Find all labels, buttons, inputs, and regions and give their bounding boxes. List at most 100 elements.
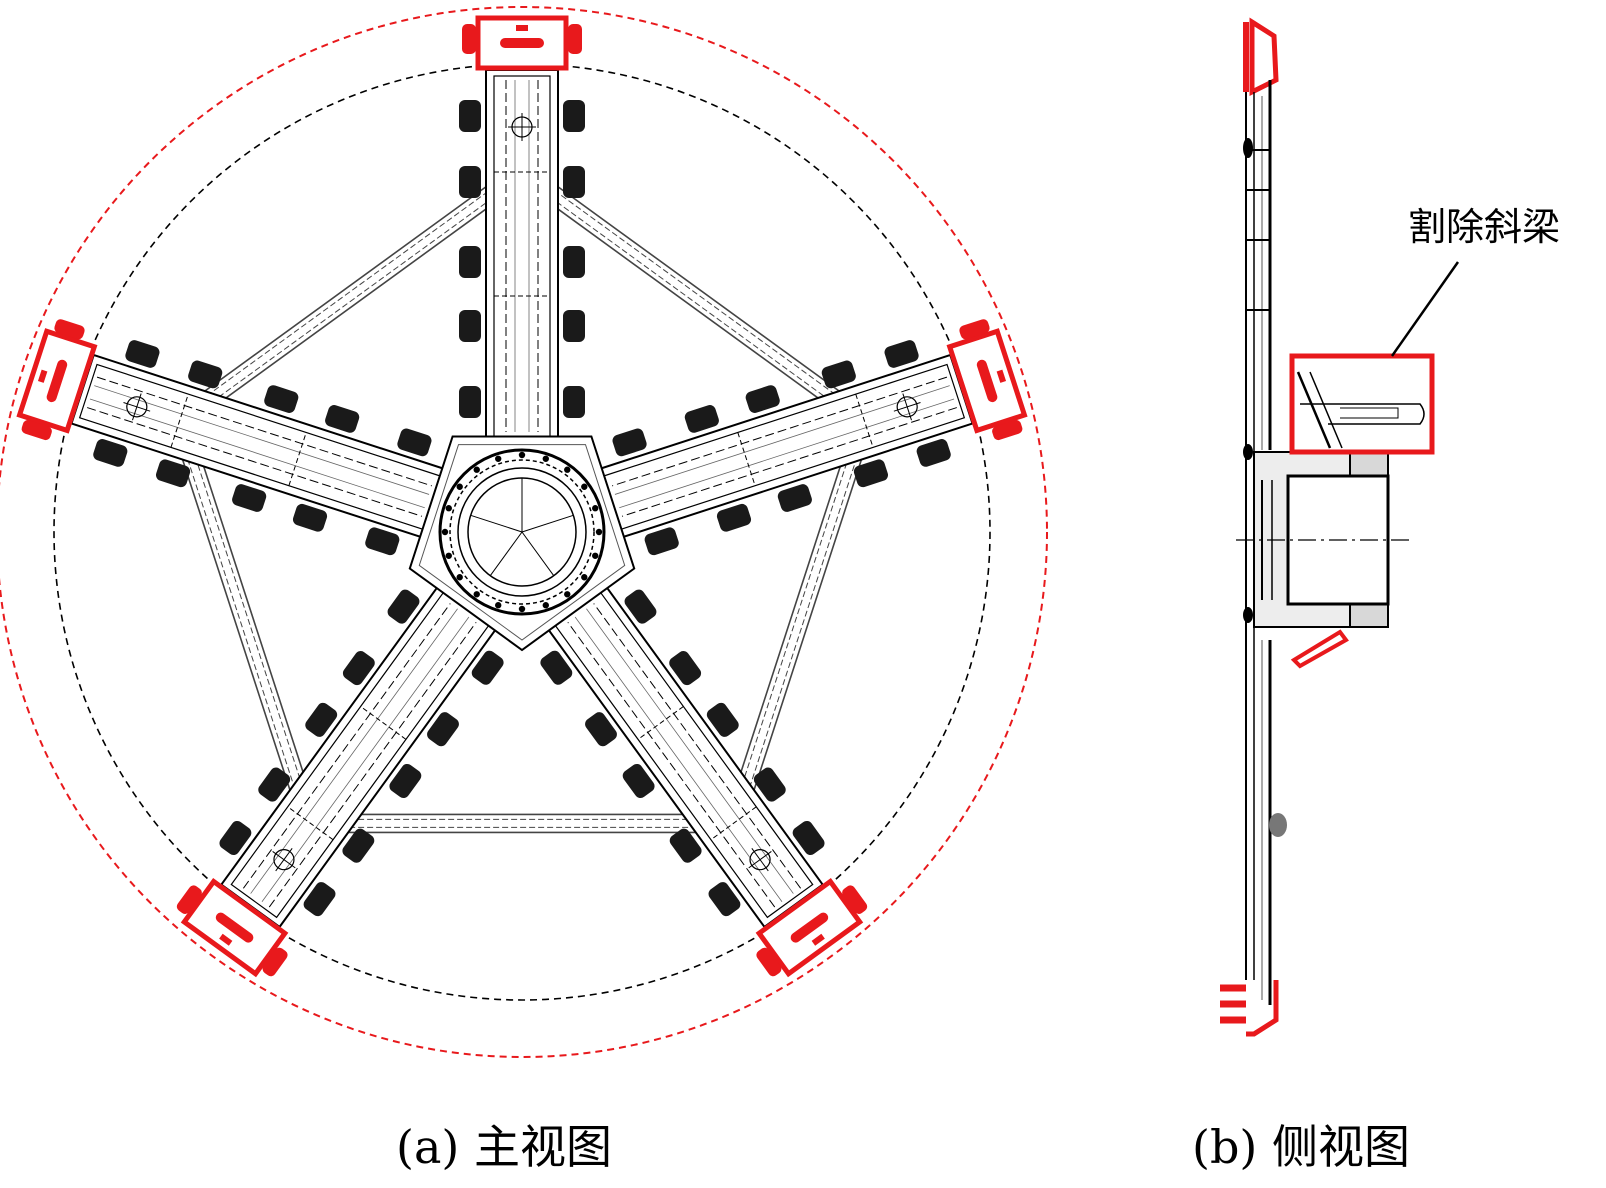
connector-beam	[545, 185, 841, 408]
disc-cutter	[669, 828, 702, 863]
radial-arm	[16, 319, 449, 556]
hub-bolt	[441, 528, 449, 536]
hub-bolt	[495, 455, 502, 462]
disc-cutter	[219, 820, 252, 856]
disc-cutter	[563, 100, 585, 132]
disc-cutter	[303, 882, 336, 917]
inner-gauge-circle	[53, 63, 991, 1001]
disc-cutter	[612, 428, 647, 457]
connector-beam	[203, 185, 499, 408]
hub-bolt	[592, 552, 599, 559]
hub-bolt	[518, 451, 526, 459]
disc-cutter	[305, 702, 338, 737]
disc-cutter	[471, 650, 504, 685]
disc-cutter	[585, 712, 617, 747]
disc-cutter	[821, 360, 856, 389]
disc-cutter	[753, 767, 786, 802]
edge-cutter	[176, 878, 289, 978]
hub-bolt	[564, 591, 571, 598]
radial-arm	[595, 319, 1028, 556]
disc-cutter	[884, 340, 919, 368]
hub-bolt	[473, 466, 480, 473]
center-hub	[408, 435, 636, 652]
side-view-caption: (b) 侧视图	[1192, 1120, 1410, 1174]
side-view: 割除斜梁	[1220, 17, 1560, 1037]
outer-gauge-circle	[0, 6, 1048, 1058]
disc-cutter	[188, 360, 223, 389]
disc-cutter	[93, 439, 128, 467]
radial-arm	[540, 582, 868, 978]
disc-cutter	[684, 405, 719, 433]
connector-beam	[735, 452, 863, 792]
radial-arm	[459, 15, 585, 443]
disc-cutter	[459, 310, 481, 342]
disc-cutter	[624, 589, 657, 624]
radial-arms	[16, 15, 1028, 978]
cut-highlight-box	[1289, 353, 1435, 455]
disc-cutter	[258, 767, 291, 802]
connector-beams	[181, 185, 863, 834]
hub-bolt	[581, 574, 588, 581]
hub-bolt	[592, 505, 599, 512]
edge-cutter	[946, 319, 1028, 441]
disc-cutter	[365, 527, 400, 556]
front-view-caption: (a) 主视图	[396, 1120, 612, 1174]
disc-cutter	[669, 651, 702, 686]
disc-cutter	[389, 763, 422, 799]
disc-cutter	[777, 484, 812, 512]
disc-cutter	[156, 459, 191, 488]
edge-cutter	[462, 15, 582, 71]
connector-beam	[346, 813, 698, 834]
disc-cutter	[125, 340, 160, 368]
hub-bolt	[581, 483, 588, 490]
disc-cutter	[622, 763, 655, 799]
disc-cutter	[563, 246, 585, 278]
hub-bolt	[518, 605, 526, 613]
connector-beam	[181, 452, 309, 792]
disc-cutter	[342, 651, 375, 686]
disc-cutter	[706, 702, 739, 737]
disc-cutter	[387, 589, 420, 624]
disc-cutter	[792, 820, 825, 856]
disc-cutter	[563, 310, 585, 342]
callout-label: 割除斜梁	[1408, 205, 1560, 249]
disc-cutter	[853, 459, 888, 488]
hub-bolt	[456, 574, 463, 581]
hub-bolt	[456, 483, 463, 490]
disc-cutter	[459, 100, 481, 132]
disc-cutter	[540, 650, 573, 685]
disc-cutter	[459, 246, 481, 278]
hub-bolt	[542, 602, 549, 609]
callout-leader-line	[1390, 261, 1460, 357]
edge-cutter	[16, 319, 98, 441]
disc-cutter	[342, 828, 375, 863]
hub-bolt	[564, 466, 571, 473]
disc-cutter	[292, 503, 328, 532]
edge-cutter	[755, 878, 868, 978]
front-view	[0, 6, 1048, 1058]
disc-cutter	[459, 166, 481, 198]
disc-cutter	[459, 386, 481, 418]
hub-bolt	[445, 552, 452, 559]
removed-diagonal-beam	[1289, 353, 1435, 455]
disc-cutter	[427, 712, 459, 747]
disc-cutter	[232, 484, 267, 512]
side-hub-section	[1236, 451, 1410, 628]
hub-bolt	[495, 602, 502, 609]
disc-cutter	[716, 503, 752, 532]
disc-cutter	[916, 439, 951, 467]
hub-bolt	[473, 591, 480, 598]
hub-bolt	[445, 505, 452, 512]
hub-bolt	[542, 455, 549, 462]
disc-cutter	[563, 386, 585, 418]
disc-cutter	[745, 385, 780, 413]
disc-cutter	[644, 527, 679, 556]
side-lower-brace	[1290, 629, 1349, 669]
disc-cutter	[264, 385, 299, 413]
disc-cutter	[397, 428, 432, 457]
disc-cutter	[708, 882, 741, 917]
side-top-edge-cutter	[1243, 17, 1279, 97]
side-bottom-edge-cutter	[1220, 980, 1279, 1037]
